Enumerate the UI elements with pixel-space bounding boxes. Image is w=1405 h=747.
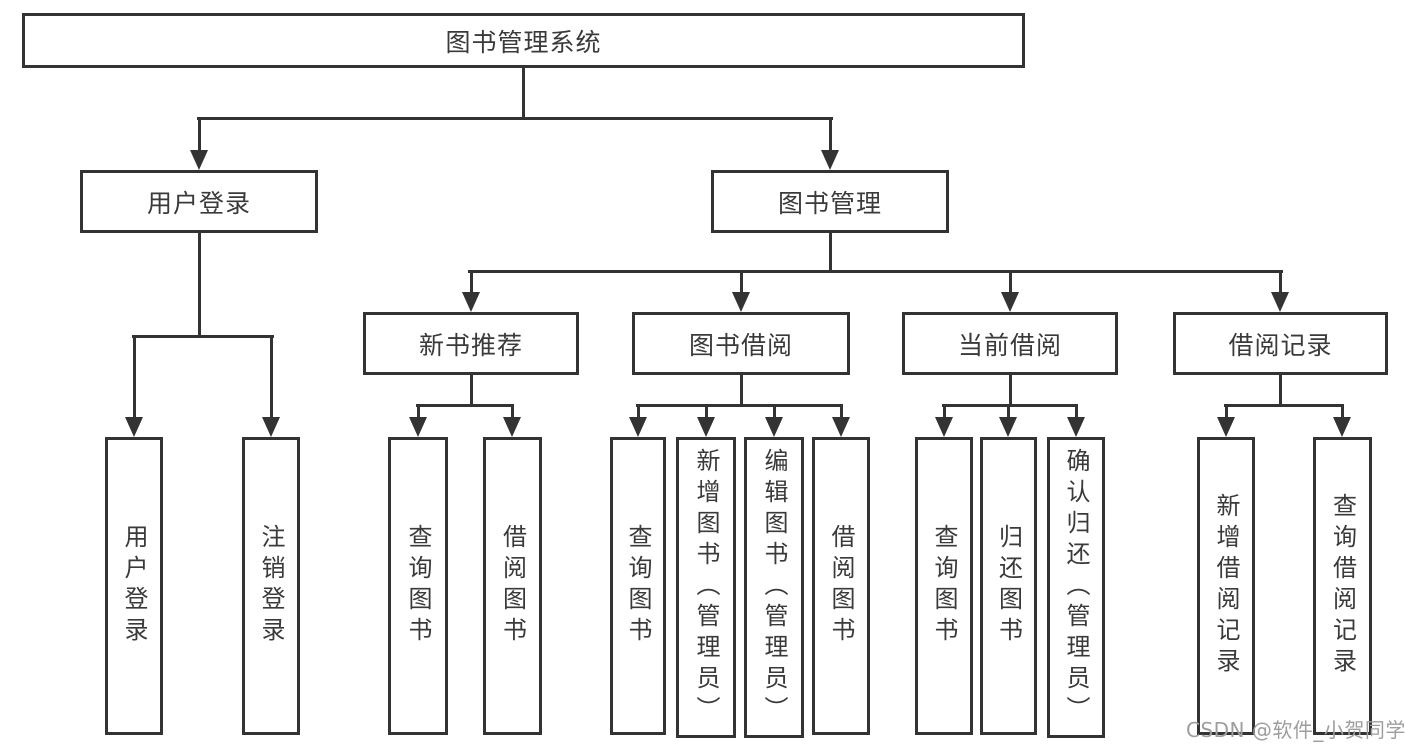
node-leaf-recommend-query-books: 查询图书 xyxy=(388,437,448,735)
arrowhead-down-icon xyxy=(1001,292,1019,312)
connector-vline xyxy=(522,68,525,120)
node-leaf-confirm-return-admin: 确认归还（管理员） xyxy=(1047,437,1105,738)
arrow-stem xyxy=(1075,405,1078,423)
node-root: 图书管理系统 xyxy=(22,13,1025,68)
arrow-stem xyxy=(840,405,843,423)
arrowhead-down-icon xyxy=(190,150,208,170)
arrowhead-down-icon xyxy=(409,417,427,437)
connector-vline xyxy=(740,375,743,407)
connector-hline xyxy=(468,270,1283,273)
watermark: CSDN @软件_小贺同学 xyxy=(1186,718,1405,742)
arrowhead-down-icon xyxy=(765,417,783,437)
node-leaf-add-books-admin: 新增图书（管理员） xyxy=(676,437,736,738)
node-book-borrow: 图书借阅 xyxy=(632,312,850,375)
node-user-login: 用户登录 xyxy=(80,170,318,233)
arrow-stem xyxy=(637,405,640,423)
arrow-stem xyxy=(943,405,946,423)
arrow-stem xyxy=(1007,405,1010,423)
arrow-stem xyxy=(198,118,201,156)
node-book-management: 图书管理 xyxy=(711,170,949,233)
arrowhead-down-icon xyxy=(1333,417,1351,437)
arrowhead-down-icon xyxy=(503,417,521,437)
arrow-stem xyxy=(417,405,420,423)
arrow-stem xyxy=(705,405,708,423)
arrow-stem xyxy=(270,336,273,423)
node-leaf-user-login: 用户登录 xyxy=(105,437,163,735)
arrow-stem xyxy=(773,405,776,423)
arrowhead-down-icon xyxy=(125,417,143,437)
arrow-stem xyxy=(470,271,473,298)
arrowhead-down-icon xyxy=(1217,417,1235,437)
connector-hline xyxy=(942,404,1078,407)
arrowhead-down-icon xyxy=(1271,292,1289,312)
connector-hline xyxy=(197,117,833,120)
arrow-stem xyxy=(829,118,832,156)
connector-vline xyxy=(829,233,832,273)
node-current-borrow: 当前借阅 xyxy=(902,312,1118,375)
node-leaf-current-query-books: 查询图书 xyxy=(915,437,973,735)
arrowhead-down-icon xyxy=(732,292,750,312)
connector-hline xyxy=(636,404,843,407)
arrowhead-down-icon xyxy=(935,417,953,437)
connector-hline xyxy=(416,404,514,407)
node-leaf-return-books: 归还图书 xyxy=(980,437,1037,735)
arrowhead-down-icon xyxy=(262,417,280,437)
connector-vline xyxy=(1009,375,1012,407)
connector-hline xyxy=(132,335,274,338)
arrow-stem xyxy=(511,405,514,423)
arrow-stem xyxy=(1279,271,1282,298)
arrow-stem xyxy=(1225,405,1228,423)
arrow-stem xyxy=(1009,271,1012,298)
arrowhead-down-icon xyxy=(697,417,715,437)
node-leaf-recommend-borrow-books: 借阅图书 xyxy=(483,437,542,735)
node-new-book-recommend: 新书推荐 xyxy=(363,312,579,375)
node-leaf-add-borrow-record: 新增借阅记录 xyxy=(1197,437,1255,735)
connector-vline xyxy=(1279,375,1282,407)
connector-hline xyxy=(1224,404,1344,407)
connector-vline xyxy=(470,375,473,407)
arrowhead-down-icon xyxy=(462,292,480,312)
node-leaf-borrow-books: 借阅图书 xyxy=(812,437,870,735)
arrowhead-down-icon xyxy=(832,417,850,437)
connector-vline xyxy=(198,233,201,338)
node-leaf-query-borrow-record: 查询借阅记录 xyxy=(1313,437,1372,735)
arrow-stem xyxy=(133,336,136,423)
node-borrow-records: 借阅记录 xyxy=(1173,312,1388,375)
arrowhead-down-icon xyxy=(1067,417,1085,437)
arrow-stem xyxy=(740,271,743,298)
arrowhead-down-icon xyxy=(821,150,839,170)
node-leaf-edit-books-admin: 编辑图书（管理员） xyxy=(744,437,804,738)
arrowhead-down-icon xyxy=(629,417,647,437)
node-leaf-borrow-query-books: 查询图书 xyxy=(610,437,666,735)
node-leaf-logout: 注销登录 xyxy=(242,437,300,735)
arrowhead-down-icon xyxy=(999,417,1017,437)
arrow-stem xyxy=(1341,405,1344,423)
